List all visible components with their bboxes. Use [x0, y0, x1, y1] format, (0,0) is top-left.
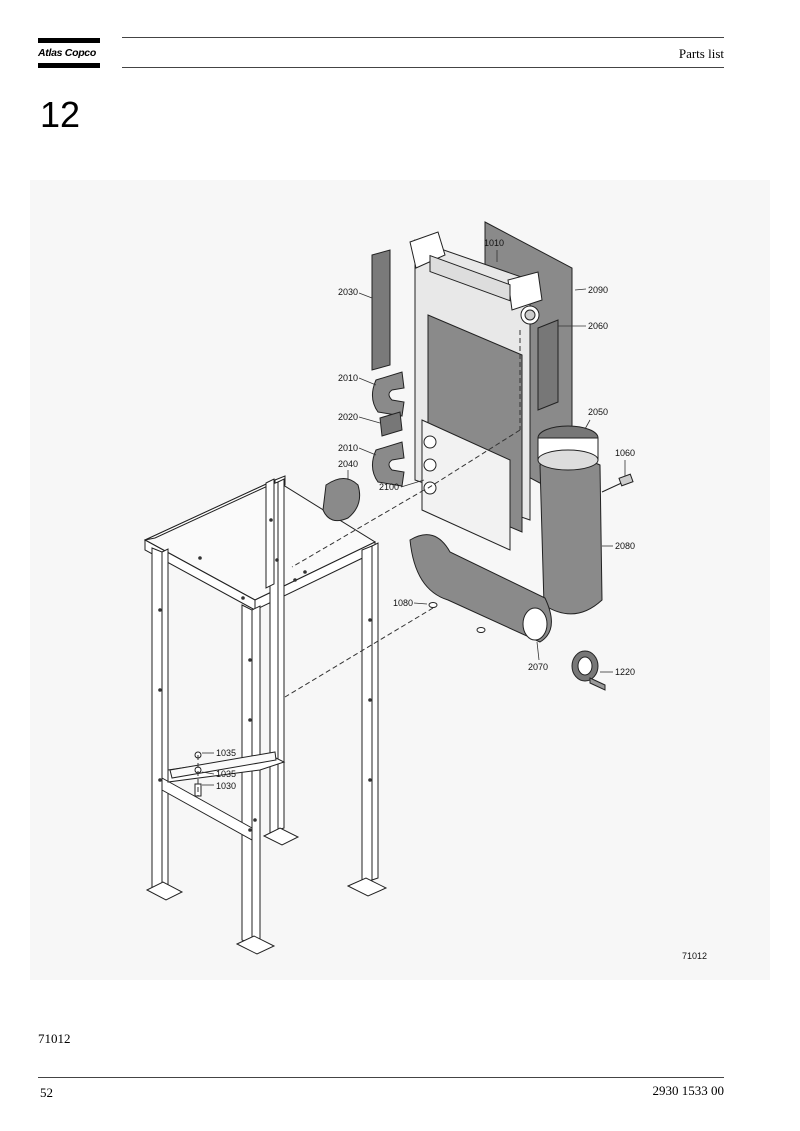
header-rule-bottom — [122, 67, 724, 68]
callout-1220: 1220 — [615, 667, 635, 677]
part-2100-housing — [421, 419, 511, 551]
part-2070-horizontal-duct — [409, 534, 552, 643]
logo-bar-top — [38, 38, 100, 43]
callout-2060: 2060 — [588, 321, 608, 331]
callout-1060: 1060 — [615, 448, 635, 458]
figure-caption: 71012 — [38, 1031, 71, 1046]
callout-2010-lower: 2010 — [338, 443, 358, 453]
callout-1030: 1030 — [216, 781, 236, 791]
callout-1035-upper: 1035 — [216, 748, 236, 758]
part-2030-seal-strip — [371, 249, 391, 371]
part-2020-block — [379, 411, 403, 437]
frame-bolt-holes — [158, 518, 372, 832]
chapter-number: 12 — [40, 94, 81, 135]
document-number: 2930 1533 00 — [652, 1083, 725, 1098]
part-2040-cover-disc — [322, 478, 361, 522]
assembly-guide-lines — [197, 330, 521, 796]
callout-2070: 2070 — [528, 662, 548, 672]
part-1060-sensor — [601, 473, 634, 493]
footer-rule — [38, 1077, 724, 1078]
callout-2020: 2020 — [338, 412, 358, 422]
callout-1035-lower: 1035 — [216, 769, 236, 779]
callout-2080: 2080 — [615, 541, 635, 551]
parts-illustration: 1010 2030 2090 2060 2010 2020 2050 2010 … — [143, 221, 707, 961]
stand-frame — [143, 475, 388, 955]
page-number: 52 — [40, 1085, 53, 1100]
exploded-parts-drawing: 1010 2030 2090 2060 2010 2020 2050 2010 … — [30, 180, 770, 980]
section-title: Parts list — [678, 46, 724, 61]
part-2050-cap — [537, 425, 599, 471]
part-2080-vertical-duct — [539, 457, 603, 615]
header-rule-top — [122, 37, 724, 38]
callout-2090: 2090 — [588, 285, 608, 295]
logo-wordmark: Atlas Copco — [38, 47, 96, 59]
part-2010-clip-lower — [372, 441, 405, 487]
callout-2100: 2100 — [379, 482, 399, 492]
atlas-copco-logo: Atlas Copco — [38, 38, 100, 68]
callout-1010: 1010 — [484, 238, 504, 248]
callout-1080: 1080 — [393, 598, 413, 608]
callout-2010-upper: 2010 — [338, 373, 358, 383]
callout-labels: 1010 2030 2090 2060 2010 2020 2050 2010 … — [216, 238, 707, 961]
callout-2030: 2030 — [338, 287, 358, 297]
part-2010-clip-upper — [372, 371, 405, 417]
callout-2040: 2040 — [338, 459, 358, 469]
part-1220-tape-roll — [571, 650, 606, 691]
callout-2050: 2050 — [588, 407, 608, 417]
part-2060-seal — [537, 319, 559, 411]
logo-bar-bottom — [38, 63, 100, 68]
callout-leaders — [201, 250, 626, 786]
drawing-id: 71012 — [682, 951, 707, 961]
